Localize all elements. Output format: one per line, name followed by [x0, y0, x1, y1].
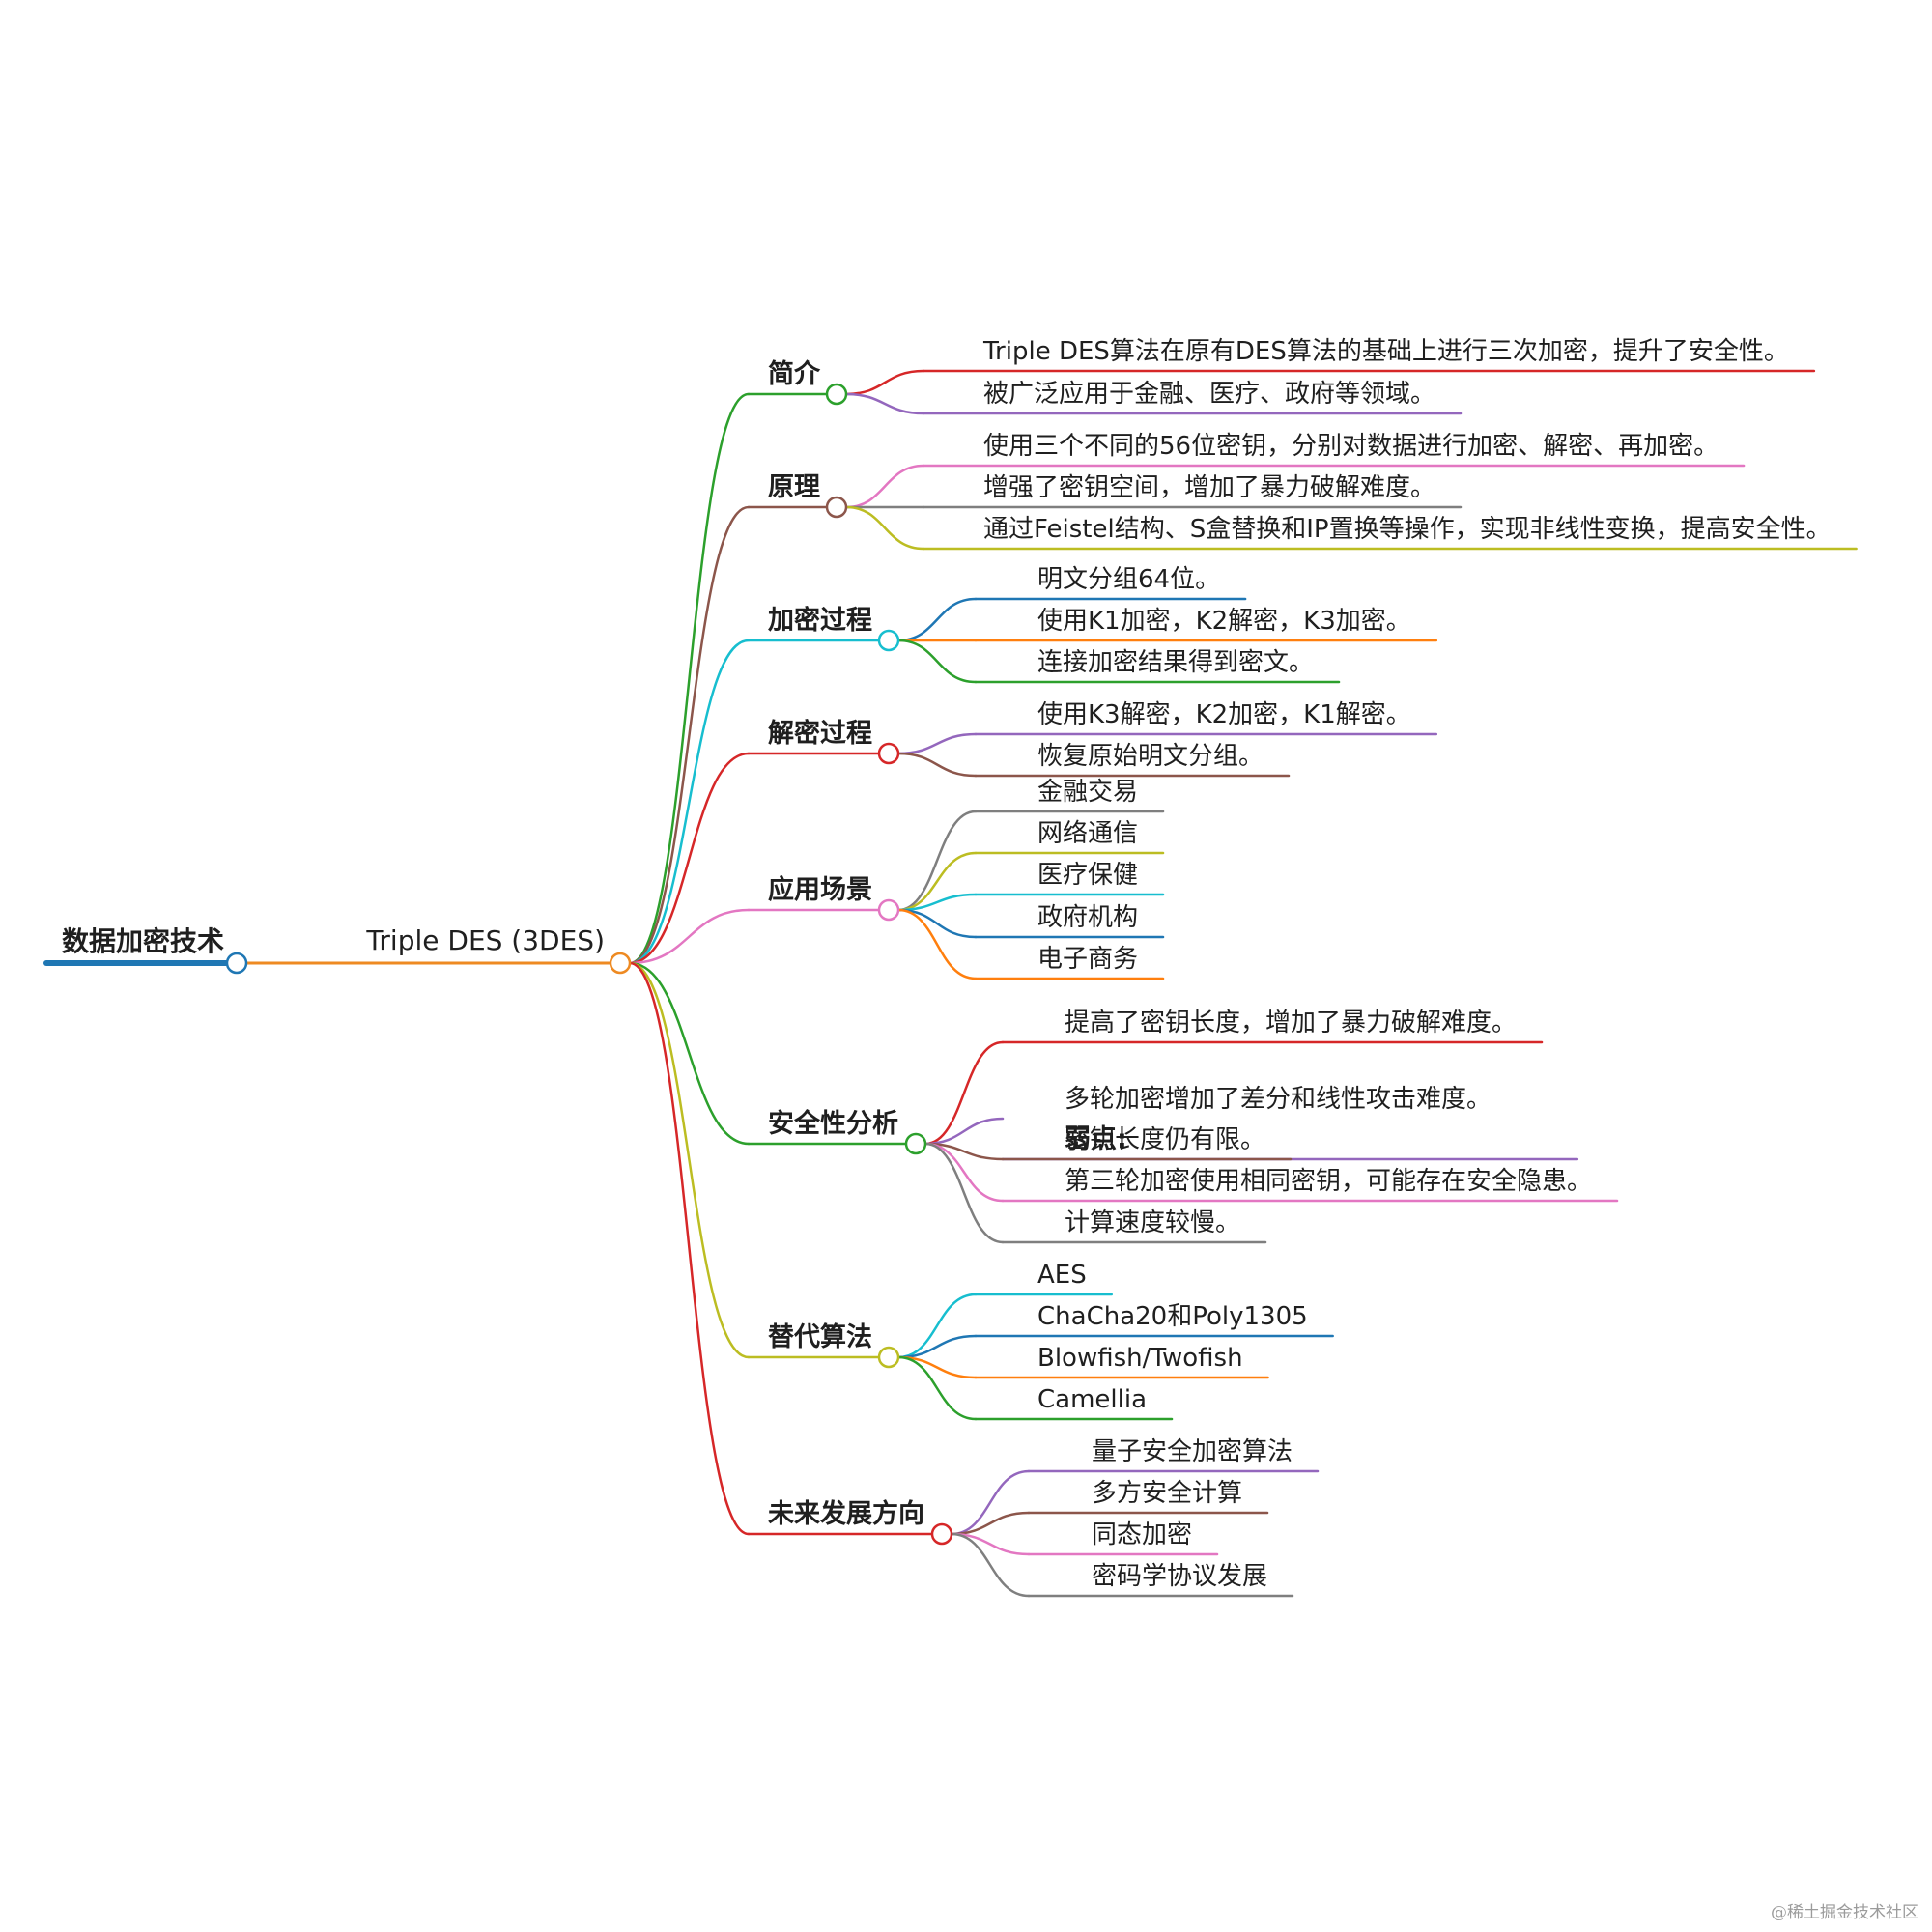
leaf-connector-2-2 [896, 639, 978, 684]
leaf-label-4-1: 网络通信 [1037, 819, 1138, 848]
branch-label-6: 替代算法 [768, 1321, 872, 1352]
leaf-label-3-1: 恢复原始明文分组。 [1037, 742, 1264, 771]
leaf-connector-4-4 [896, 908, 978, 980]
leaf-label-5-0: 提高了密钥长度，增加了暴力破解难度。 [1065, 1009, 1517, 1037]
branch-label-2: 加密过程 [768, 605, 872, 636]
leaf-label-5-3: 第三轮加密使用相同密钥，可能存在安全隐患。 [1065, 1167, 1592, 1196]
root-node-label: 数据加密技术 [62, 925, 224, 957]
watermark: @稀土掘金技术社区 [1771, 1903, 1918, 1922]
leaf-label-5-4: 计算速度较慢。 [1065, 1208, 1240, 1237]
branch-connector-2 [628, 639, 751, 965]
branch-connector-4 [628, 908, 751, 965]
branch-label-0: 简介 [768, 358, 821, 389]
branch-node-circle-3[interactable] [877, 742, 900, 765]
leaf-label-1-2: 通过Feistel结构、S盒替换和IP置换等操作，实现非线性变换，提高安全性。 [983, 515, 1832, 544]
branch-node-circle-1[interactable] [825, 496, 848, 519]
leaf-label-6-3: Camellia [1037, 1385, 1147, 1414]
leaf-label-0-0: Triple DES算法在原有DES算法的基础上进行三次加密，提升了安全性。 [982, 337, 1789, 366]
leaf-connector-6-0 [896, 1293, 978, 1359]
leaf-connector-3-1 [896, 752, 978, 778]
leaf-connector-0-1 [844, 392, 925, 415]
leaf-label-3-0: 使用K3解密，K2加密，K1解密。 [1037, 700, 1411, 729]
leaf-label-2-1: 使用K1加密，K2解密，K3加密。 [1037, 607, 1411, 636]
leaf-connector-1-2 [844, 505, 925, 551]
branch-label-7: 未来发展方向 [768, 1498, 924, 1529]
branch-label-4: 应用场景 [768, 874, 872, 905]
leaf-connector-7-3 [950, 1532, 1031, 1598]
branch-node-circle-0[interactable] [825, 383, 848, 406]
branch-connector-3 [628, 752, 751, 965]
leaf-label-7-0: 量子安全加密算法 [1092, 1437, 1293, 1466]
branch-connector-1 [628, 505, 751, 965]
leaf-label-2-0: 明文分组64位。 [1037, 565, 1220, 594]
leaf-label-0-1: 被广泛应用于金融、医疗、政府等领域。 [983, 380, 1435, 409]
leaf-connector-5-4 [923, 1142, 1005, 1244]
leaf-connector-4-3 [896, 908, 978, 939]
branch-connector-5 [628, 961, 751, 1146]
branch-node-circle-6[interactable] [877, 1346, 900, 1369]
leaf-connector-5-1 [923, 1117, 1005, 1146]
root-node-circle[interactable] [225, 952, 248, 975]
leaf-label-7-3: 密码学协议发展 [1092, 1562, 1267, 1591]
branch-label-5: 安全性分析 [768, 1108, 898, 1139]
leaf-connector-2-0 [896, 597, 978, 642]
leaf-connector-3-0 [896, 732, 978, 755]
leaf-label-7-2: 同态加密 [1092, 1520, 1192, 1549]
leaf-label-1-1: 增强了密钥空间，增加了暴力破解难度。 [983, 473, 1435, 502]
leaf-connector-4-0 [896, 810, 978, 912]
leaf-label-5-2: 密钥长度仍有限。 [1065, 1125, 1265, 1154]
branch-connector-6 [628, 961, 751, 1359]
branch-node-circle-5[interactable] [904, 1132, 927, 1155]
leaf-label-4-4: 电子商务 [1037, 945, 1138, 974]
leaf-label-4-2: 医疗保健 [1037, 861, 1138, 890]
leaf-connector-0-0 [844, 369, 925, 396]
leaf-label-6-1: ChaCha20和Poly1305 [1037, 1302, 1308, 1331]
leaf-label-1-0: 使用三个不同的56位密钥，分别对数据进行加密、解密、再加密。 [983, 432, 1719, 461]
branch-label-3: 解密过程 [768, 718, 872, 749]
leaf-connector-6-1 [896, 1334, 978, 1359]
leaf-label-6-2: Blowfish/Twofish [1037, 1344, 1243, 1373]
leaf-label-5-1: 多轮加密增加了差分和线性攻击难度。 [1065, 1085, 1492, 1114]
leaf-label-2-2: 连接加密结果得到密文。 [1037, 648, 1314, 677]
leaf-label-4-0: 金融交易 [1037, 778, 1138, 807]
branch-node-circle-4[interactable] [877, 898, 900, 922]
branch-node-circle-7[interactable] [930, 1522, 953, 1546]
branch-connector-7 [628, 961, 751, 1536]
branch-label-1: 原理 [768, 472, 820, 502]
branch-node-circle-2[interactable] [877, 629, 900, 652]
leaf-label-5-1-sub: 弱点: [1065, 1124, 1127, 1154]
leaf-connector-4-1 [896, 851, 978, 912]
topic-node-label: Triple DES (3DES) [365, 924, 605, 956]
leaf-connector-1-0 [844, 464, 925, 509]
leaf-connector-5-0 [923, 1040, 1005, 1146]
topic-node-circle[interactable] [609, 952, 632, 975]
leaf-label-4-3: 政府机构 [1037, 903, 1138, 932]
leaf-connector-7-0 [950, 1469, 1031, 1536]
leaf-connector-6-3 [896, 1355, 978, 1421]
leaf-label-7-1: 多方安全计算 [1092, 1479, 1242, 1508]
branch-connector-0 [628, 392, 751, 965]
leaf-label-6-0: AES [1037, 1261, 1087, 1290]
leaf-connector-7-1 [950, 1511, 1031, 1536]
